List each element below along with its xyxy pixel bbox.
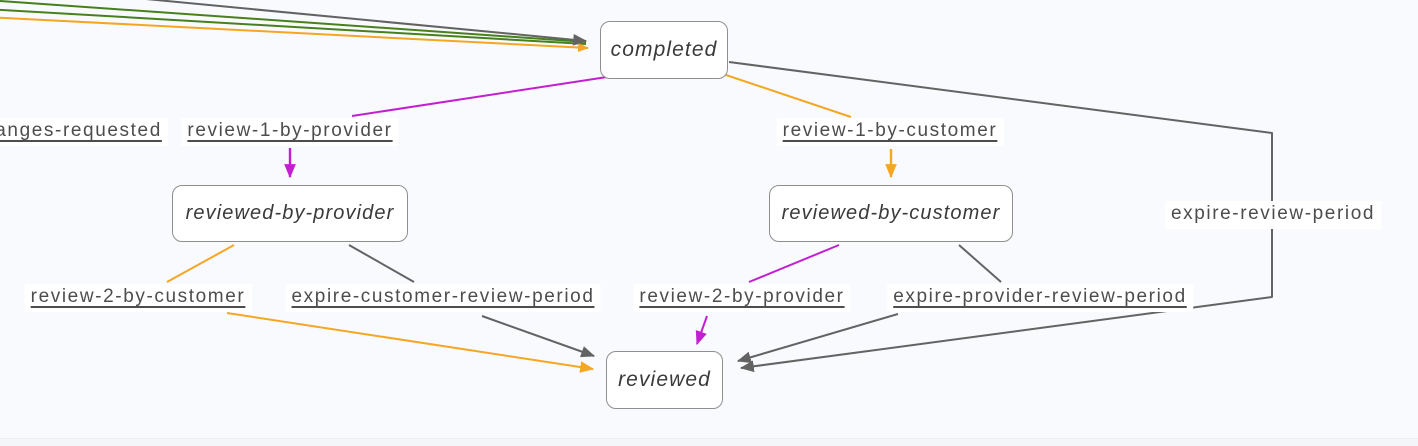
state-node-completed[interactable]: completed	[600, 21, 728, 79]
edge-review-1-by-provider	[284, 76, 608, 179]
edge-green-into-completed-2	[0, 8, 587, 45]
edge-review-2-by-provider	[695, 244, 840, 346]
edge-review-2-by-customer	[166, 244, 595, 373]
state-node-reviewed-by-customer-label: reviewed-by-customer	[781, 202, 1001, 224]
state-node-reviewed-by-customer[interactable]: reviewed-by-customer	[769, 185, 1013, 242]
state-node-reviewed-label: reviewed	[618, 368, 711, 391]
transition-label-expire-review-period: expire-review-period	[1164, 201, 1382, 229]
transition-label-review-1-by-customer[interactable]: review-1-by-customer	[776, 118, 1004, 146]
edge-gray-into-completed	[145, 0, 588, 46]
edge-expire-customer-review-period	[348, 244, 596, 358]
state-node-completed-label: completed	[610, 38, 718, 61]
edge-expire-provider-review-period	[736, 244, 1002, 363]
edge-green-into-completed-1	[0, 0, 587, 43]
transition-label-review-2-by-provider[interactable]: review-2-by-provider	[633, 284, 851, 312]
edges-into-completed	[0, 0, 589, 52]
transition-label-expire-customer-review-period[interactable]: expire-customer-review-period	[285, 284, 601, 312]
transition-label-review-2-by-customer[interactable]: review-2-by-customer	[24, 284, 252, 312]
transition-label-review-1-by-provider[interactable]: review-1-by-provider	[181, 118, 399, 146]
state-node-reviewed-by-provider[interactable]: reviewed-by-provider	[172, 185, 408, 242]
state-node-reviewed-by-provider-label: reviewed-by-provider	[185, 202, 395, 224]
state-node-reviewed[interactable]: reviewed	[606, 351, 723, 409]
diagram-bottom-edge	[0, 438, 1418, 446]
transition-label-changes-requested[interactable]: changes-requested	[0, 118, 168, 146]
transition-label-expire-provider-review-period[interactable]: expire-provider-review-period	[887, 284, 1193, 312]
edge-orange-into-completed	[0, 16, 589, 52]
edge-review-1-by-customer	[713, 70, 897, 179]
